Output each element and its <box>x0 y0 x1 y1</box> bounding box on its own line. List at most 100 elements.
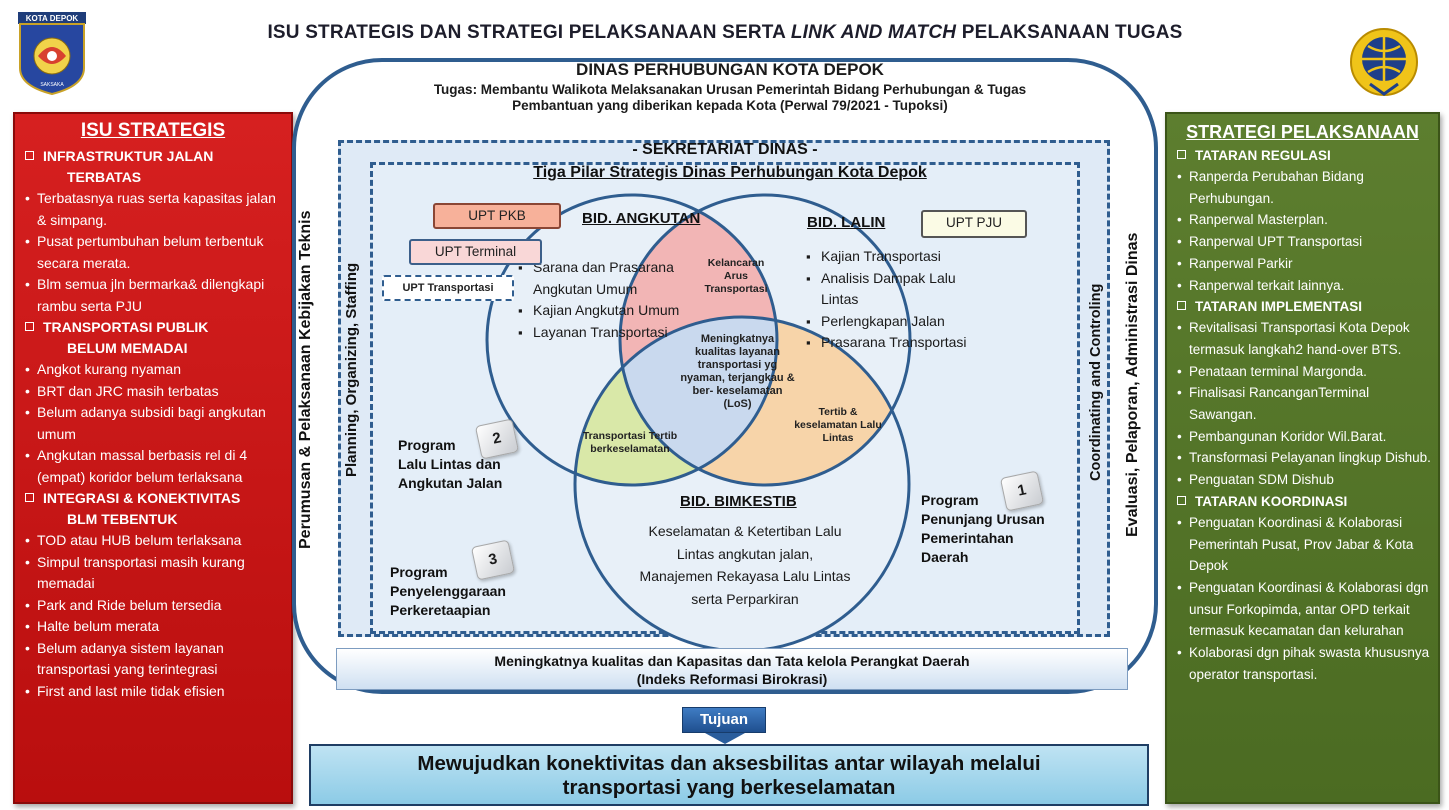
arrow-down-icon <box>705 733 745 744</box>
tujuan-label: Tujuan <box>682 707 766 733</box>
strategi-item: Ranperda Perubahan Bidang Perhubungan. <box>1173 166 1432 209</box>
dinas-task-line-2: Pembantuan yang diberikan kepada Kota (P… <box>512 98 948 113</box>
upt-transportasi-box: UPT Transportasi <box>382 275 514 301</box>
bimkestib-line: Lintas angkutan jalan, <box>676 545 814 562</box>
section-head: INTEGRASI & KONEKTIVITAS <box>43 490 241 506</box>
dinas-task-line-1: Tugas: Membantu Walikota Melaksanakan Ur… <box>433 82 1027 97</box>
lalin-item: Perlengkapan Jalan <box>806 311 996 333</box>
overlap-center-label: Meningkatnya kualitas layanan transporta… <box>680 333 795 410</box>
section-head-cont: BLM TEBENTUK <box>67 511 178 527</box>
kualitas-line-2: (Indeks Reformasi Birokrasi) <box>636 671 828 687</box>
overlap-left-label: Transportasi Tertib berkeselamatan <box>582 430 678 455</box>
program-line: Daerah <box>921 549 969 565</box>
isu-item: Angkutan massal berbasis rel di 4 (empat… <box>21 445 285 488</box>
checkbox-icon <box>25 493 34 502</box>
dinas-task: Tugas: Membantu Walikota Melaksanakan Ur… <box>395 82 1065 114</box>
kualitas-line-1: Meningkatnya kualitas dan Kapasitas dan … <box>494 653 970 669</box>
section-head-cont: BELUM MEMADAI <box>67 340 188 356</box>
upt-pju-box: UPT PJU <box>921 210 1027 238</box>
section-head: TRANSPORTASI PUBLIK <box>43 319 209 335</box>
program-line: Pemerintahan <box>921 530 1014 546</box>
title-part-2: PELAKSANAAN TUGAS <box>956 22 1183 43</box>
bimkestib-line: Manajemen Rekayasa Lalu Lintas <box>639 568 851 584</box>
section-head-cont: TERBATAS <box>67 169 142 185</box>
program-1-label: Program Penunjang Urusan Pemerintahan Da… <box>921 491 1045 567</box>
isu-item: TOD atau HUB belum terlaksana <box>21 530 285 552</box>
lalin-item: Analisis Dampak Lalu Lintas <box>806 268 996 311</box>
isu-item: Angkot kurang nyaman <box>21 359 285 381</box>
svg-text:SAKSAKA: SAKSAKA <box>40 82 64 88</box>
lalin-item: Kajian Transportasi <box>806 246 996 268</box>
isu-item: BRT dan JRC masih terbatas <box>21 381 285 403</box>
svg-text:KOTA DEPOK: KOTA DEPOK <box>26 14 79 23</box>
isu-section-transportasi: TRANSPORTASI PUBLIK BELUM MEMADAI <box>21 317 285 359</box>
section-head: TATARAN REGULASI <box>1195 148 1331 163</box>
bimkestib-line: serta Perparkiran <box>691 590 799 607</box>
checkbox-icon <box>1177 301 1186 311</box>
program-3-label: Program Penyelenggaraan Perkeretaapian <box>390 563 506 620</box>
checkbox-icon <box>25 151 34 160</box>
section-head: INFRASTRUKTUR JALAN <box>43 148 214 164</box>
title-italic: LINK AND MATCH <box>790 22 957 43</box>
strategi-item: Revitalisasi Transportasi Kota Depok ter… <box>1173 317 1432 360</box>
goal-line-1: Mewujudkan konektivitas dan aksesbilitas… <box>417 752 1041 775</box>
checkbox-icon <box>1177 495 1186 505</box>
strategi-section-regulasi: TATARAN REGULASI <box>1173 145 1432 166</box>
bid-angkutan-list: Sarana dan Prasarana Angkutan Umum Kajia… <box>518 257 693 343</box>
lalin-item: Prasarana Transportasi <box>806 332 996 354</box>
checkbox-icon <box>1177 150 1186 159</box>
strategi-title: STRATEGI PELAKSANAAN <box>1186 122 1419 142</box>
strategi-item: Transformasi Pelayanan lingkup Dishub. <box>1173 447 1432 469</box>
bid-bimkestib-heading: BID. BIMKESTIB <box>680 493 797 510</box>
strategi-item: Penataan terminal Margonda. <box>1173 361 1432 383</box>
program-line: Angkutan Jalan <box>398 475 503 491</box>
isu-section-integrasi: INTEGRASI & KONEKTIVITAS BLM TEBENTUK <box>21 488 285 530</box>
program-line: Program <box>921 492 979 508</box>
strategi-pelaksanaan-panel: STRATEGI PELAKSANAAN TATARAN REGULASI Ra… <box>1165 112 1440 804</box>
overlap-right-label: Tertib & keselamatan Lalu Lintas <box>794 406 882 444</box>
bid-lalin-heading: BID. LALIN <box>807 214 886 231</box>
venn-outline-angkutan <box>485 193 779 487</box>
isu-item: Blm semua jln bermarka& dilengkapi rambu… <box>21 274 285 317</box>
page-title: ISU STRATEGIS DAN STRATEGI PELAKSANAAN S… <box>150 22 1300 44</box>
angkutan-item: Layanan Transportasi <box>518 322 693 344</box>
program-line: Program <box>398 437 456 453</box>
strategi-section-koordinasi: TATARAN KOORDINASI <box>1173 491 1432 512</box>
isu-section-infrastruktur: INFRASTRUKTUR JALAN TERBATAS <box>21 146 285 188</box>
goal-band: Mewujudkan konektivitas dan aksesbilitas… <box>309 744 1149 806</box>
dinas-title: DINAS PERHUBUNGAN KOTA DEPOK <box>576 60 884 79</box>
isu-item: Simpul transportasi masih kurang memadai <box>21 552 285 595</box>
upt-pkb-box: UPT PKB <box>433 203 561 229</box>
program-line: Penyelenggaraan <box>390 583 506 599</box>
goal-line-2: transportasi yang berkeselamatan <box>562 776 896 799</box>
isu-item: Belum adanya subsidi bagi angkutan umum <box>21 402 285 445</box>
angkutan-item: Kajian Angkutan Umum <box>518 300 693 322</box>
strategi-item: Ranperwal Parkir <box>1173 253 1432 275</box>
bid-bimkestib-text: Keselamatan & Ketertiban Lalu Lintas ang… <box>610 520 880 610</box>
strategi-item: Ranperwal terkait lainnya. <box>1173 275 1432 297</box>
program-2-label: Program Lalu Lintas dan Angkutan Jalan <box>398 436 502 493</box>
bid-angkutan-heading: BID. ANGKUTAN <box>582 210 701 227</box>
program-line: Program <box>390 564 448 580</box>
section-head: TATARAN IMPLEMENTASI <box>1195 299 1362 315</box>
strategi-section-implementasi: TATARAN IMPLEMENTASI <box>1173 296 1432 317</box>
strategi-item: Ranperwal Masterplan. <box>1173 209 1432 231</box>
bid-lalin-list: Kajian Transportasi Analisis Dampak Lalu… <box>806 246 996 354</box>
bimkestib-line: Keselamatan & Ketertiban Lalu <box>648 523 842 539</box>
sekretariat-label: - SEKRETARIAT DINAS - <box>632 141 818 158</box>
isu-item: First and last mile tidak efisien <box>21 681 285 703</box>
checkbox-icon <box>25 322 34 331</box>
isu-item: Belum adanya sistem layanan transportasi… <box>21 638 285 681</box>
isu-item: Pusat pertumbuhan belum terbentuk secara… <box>21 231 285 274</box>
strategi-item: Pembangunan Koridor Wil.Barat. <box>1173 426 1432 448</box>
upt-terminal-box: UPT Terminal <box>409 239 542 265</box>
strategi-item: Penguatan SDM Dishub <box>1173 469 1432 491</box>
kota-depok-logo: KOTA DEPOK SAKSAKA <box>16 10 88 96</box>
pilar-title: Tiga Pilar Strategis Dinas Perhubungan K… <box>533 164 927 181</box>
angkutan-item: Sarana dan Prasarana Angkutan Umum <box>518 257 693 300</box>
isu-item: Halte belum merata <box>21 616 285 638</box>
title-part-1: ISU STRATEGIS DAN STRATEGI PELAKSANAAN S… <box>267 22 791 43</box>
isu-item: Park and Ride belum tersedia <box>21 595 285 617</box>
program-line: Perkeretaapian <box>390 602 491 618</box>
